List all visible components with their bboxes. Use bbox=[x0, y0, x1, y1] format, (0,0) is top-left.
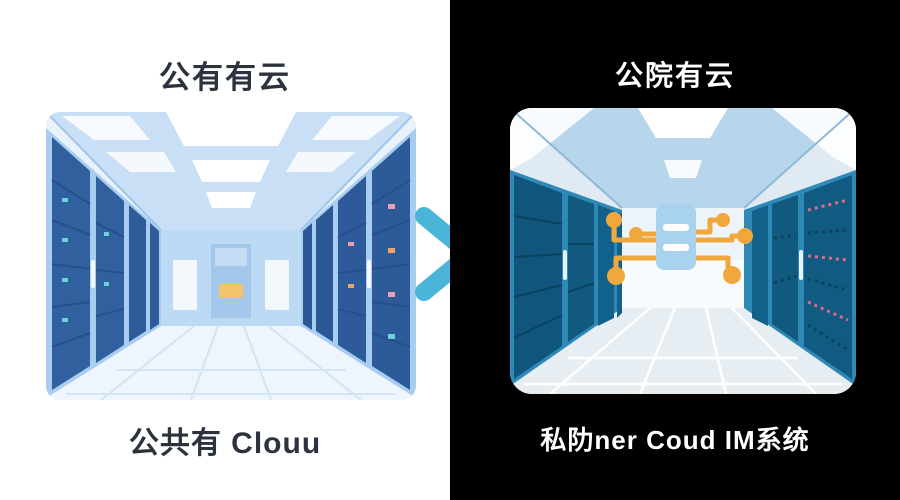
public-cloud-panel: 公有有云 bbox=[0, 0, 450, 500]
private-cloud-card bbox=[510, 108, 856, 394]
private-cloud-panel: 公院有云 bbox=[450, 0, 900, 500]
private-cloud-caption: 私阞ner Coud IM系统 bbox=[540, 425, 810, 455]
server-room-network-hub-illustration bbox=[510, 108, 856, 394]
public-cloud-title: 公有有云 bbox=[159, 60, 291, 95]
public-cloud-card bbox=[46, 112, 416, 400]
private-cloud-title: 公院有云 bbox=[614, 60, 735, 91]
public-cloud-caption: 公共有 Clouu bbox=[128, 427, 322, 460]
server-room-corridor-blue-illustration bbox=[46, 112, 416, 400]
